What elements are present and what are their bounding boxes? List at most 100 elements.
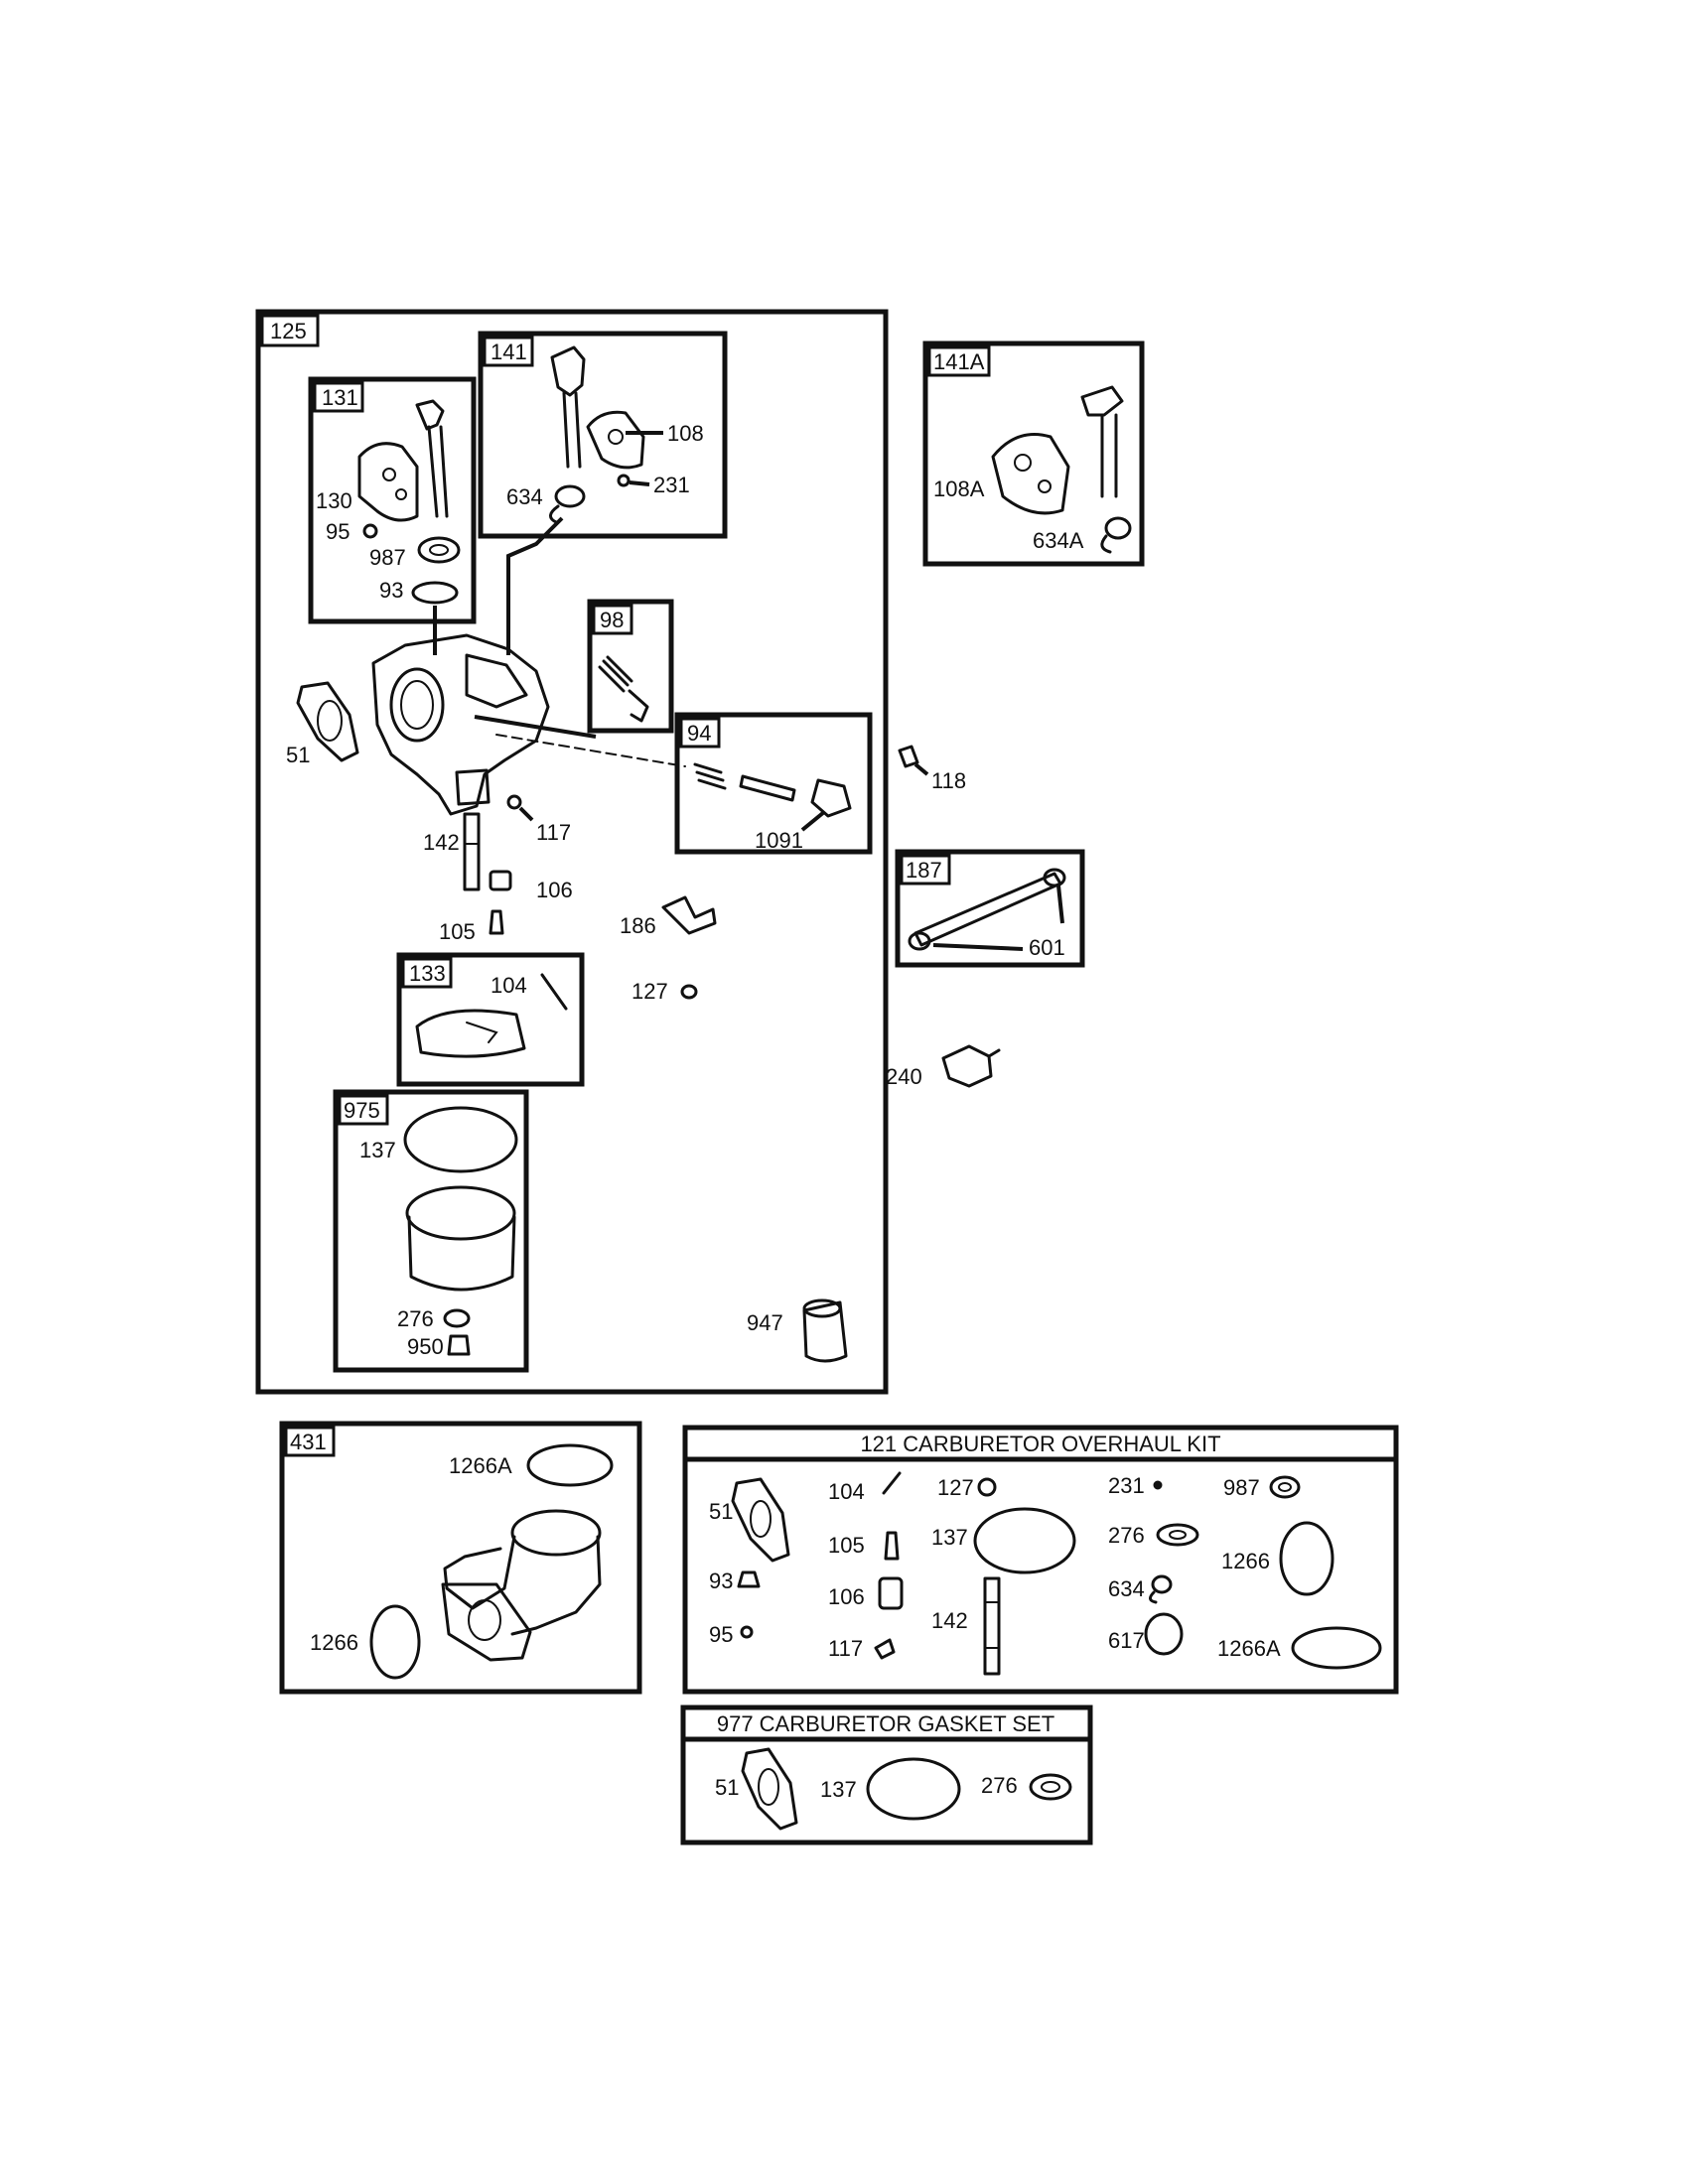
leader-118	[913, 762, 929, 776]
tag-125-text: 125	[270, 319, 307, 343]
choke-shaft-edge	[574, 391, 582, 469]
kit-pin-104-shape	[882, 1471, 902, 1495]
part-947: 947	[747, 1298, 848, 1363]
float-133-hinge	[466, 1022, 498, 1043]
gasket-set-51-hole	[758, 1768, 779, 1806]
pulse-pump-240-nozzle	[987, 1048, 1001, 1058]
subassembly-98-frame	[587, 599, 674, 734]
kit-label-634: 634	[1108, 1576, 1145, 1601]
gasket-51-shape	[296, 681, 359, 762]
subassembly-94: 94 1091	[674, 712, 873, 855]
label-142: 142	[423, 830, 460, 855]
label-186: 186	[620, 913, 656, 938]
leader-231	[629, 480, 650, 486]
label-601: 601	[1029, 935, 1065, 960]
spring-94-shape	[693, 762, 727, 790]
kit-label-987: 987	[1223, 1475, 1260, 1500]
solenoid-947-top	[802, 1298, 842, 1318]
tag-141	[483, 336, 534, 367]
label-108a: 108A	[933, 477, 985, 501]
kit-oring-137-shape	[973, 1507, 1076, 1574]
part-117: 117	[506, 794, 571, 845]
tag-133	[401, 957, 453, 989]
tag-131	[313, 381, 364, 413]
label-117: 117	[536, 820, 571, 845]
gasket-label-51: 51	[715, 1775, 739, 1800]
label-950: 950	[407, 1334, 444, 1359]
tag-975	[338, 1094, 389, 1126]
seat-106-shape	[489, 870, 512, 891]
subassembly-431: 431 1266A 1266	[279, 1421, 642, 1695]
screw-118-shape	[898, 745, 919, 768]
float-133-shape	[415, 1009, 526, 1058]
tag-431-text: 431	[290, 1430, 327, 1454]
bowl-body-shape	[407, 1215, 516, 1292]
label-231: 231	[653, 473, 690, 497]
washer-93-shape	[411, 581, 459, 605]
tag-187-text: 187	[906, 858, 942, 883]
subassembly-431-frame	[279, 1421, 642, 1695]
kit-121-title: 121 CARBURETOR OVERHAUL KIT	[860, 1432, 1220, 1456]
gasket-set-137-shape	[866, 1757, 961, 1821]
tag-94	[679, 717, 721, 749]
subassembly-975: 975 137 276 950	[333, 1089, 529, 1373]
kit-label-137: 137	[931, 1525, 968, 1550]
part-142: 142	[423, 812, 481, 891]
label-987: 987	[369, 545, 406, 570]
kit-label-1266: 1266	[1221, 1549, 1270, 1573]
kit-label-105: 105	[828, 1533, 865, 1558]
carburetor-body	[371, 633, 686, 816]
oring-137-shape	[403, 1106, 518, 1173]
label-1091: 1091	[755, 828, 803, 853]
plate-hole	[1014, 454, 1032, 472]
washer-276-shape	[443, 1308, 471, 1328]
kit-seal-987-inner	[1278, 1482, 1292, 1492]
kit-label-127: 127	[937, 1475, 974, 1500]
label-105: 105	[439, 919, 476, 944]
kit-oring-127-shape	[977, 1477, 997, 1497]
subassembly-98: 98	[587, 599, 674, 734]
intake-431-flange	[441, 1582, 532, 1662]
label-130: 130	[316, 488, 352, 513]
kit-oring-1266-shape	[1279, 1521, 1334, 1596]
kit-label-142: 142	[931, 1608, 968, 1633]
throttle-lever-shape	[415, 399, 445, 431]
seal-987-inner	[429, 544, 449, 556]
kit-oring-1266a-shape	[1291, 1626, 1382, 1670]
tag-98-text: 98	[600, 608, 624, 632]
spring-634-shape	[554, 484, 586, 508]
carb-body-shape	[371, 633, 550, 816]
plate-hole	[382, 468, 396, 481]
gasket-set-51-shape	[741, 1747, 798, 1831]
screw-117-shape	[506, 794, 522, 810]
subassembly-187: 187 601	[895, 849, 1085, 968]
choke-shaft-shape	[562, 391, 570, 469]
gasket-label-276: 276	[981, 1773, 1018, 1798]
subassembly-141-frame	[478, 331, 728, 539]
kit-spring-634-shape	[1151, 1574, 1173, 1594]
plate-hole	[1038, 479, 1052, 493]
label-104: 104	[491, 973, 527, 998]
part-106: 106	[489, 870, 573, 902]
label-947: 947	[747, 1310, 783, 1335]
part-186: 186	[620, 895, 717, 938]
tag-431	[284, 1426, 336, 1457]
tag-141a	[927, 345, 991, 377]
label-240: 240	[886, 1064, 922, 1089]
label-106: 106	[536, 878, 573, 902]
kit-washer-276-shape	[1156, 1523, 1199, 1547]
subassembly-141: 141 108 231 634	[478, 331, 728, 655]
gasket-51: 51	[286, 681, 359, 767]
subassembly-131: 131 130 95 987 93	[308, 376, 477, 655]
leader-117	[518, 806, 534, 822]
needle-105-shape	[489, 909, 504, 935]
label-95-a: 95	[326, 519, 350, 544]
leader-141	[506, 516, 564, 655]
plate-hole	[608, 429, 624, 445]
label-127: 127	[632, 979, 668, 1004]
kit-label-51: 51	[709, 1499, 733, 1524]
subassembly-141a-frame	[922, 341, 1145, 567]
label-118: 118	[931, 768, 966, 793]
kit-label-117: 117	[828, 1636, 863, 1661]
